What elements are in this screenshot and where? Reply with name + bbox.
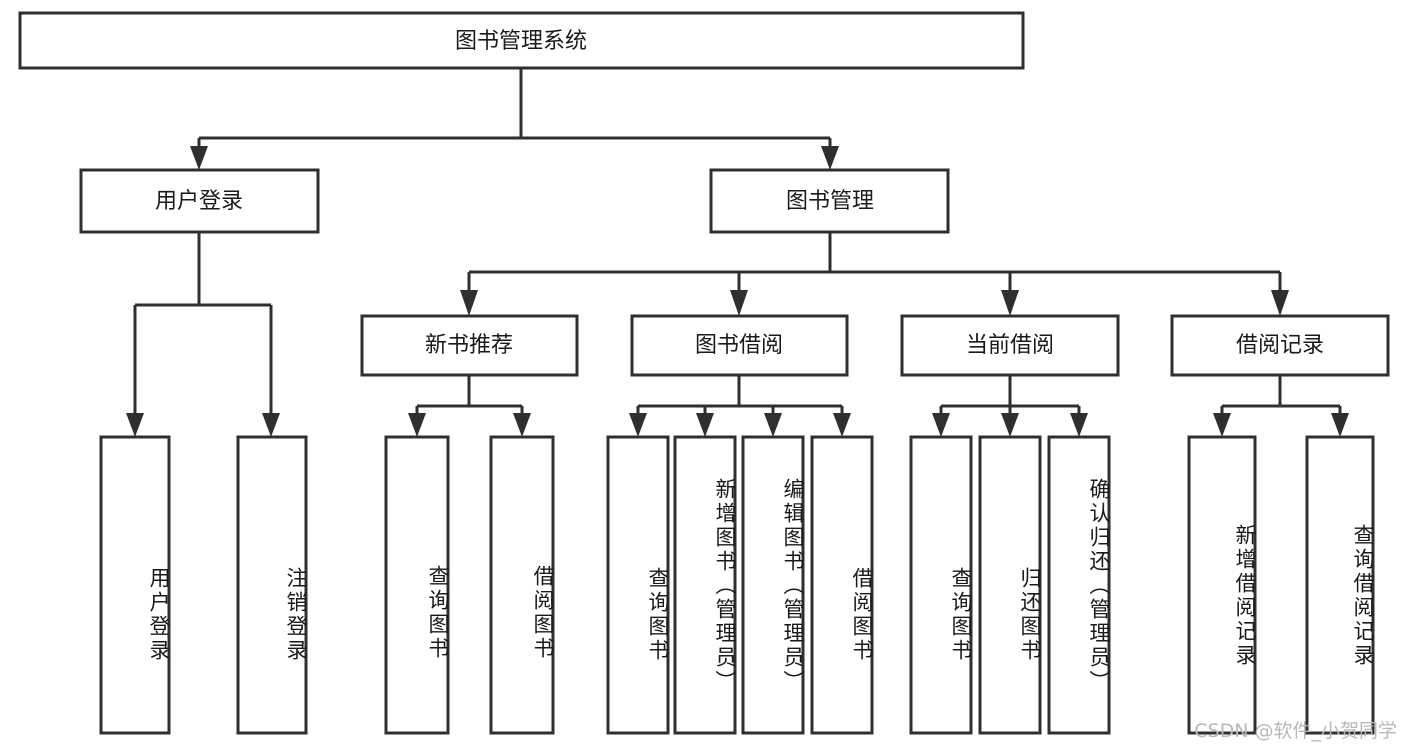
arrow-head-nb-leaf-1 <box>408 413 426 437</box>
arrow-head-cb-leaf-1 <box>932 413 950 437</box>
connector-group-new-book-to-leaves <box>408 375 531 437</box>
arrow-head-bw-leaf-4 <box>833 413 851 437</box>
node-box-leaf-cb-confirm[interactable] <box>1047 435 1111 735</box>
node-box-leaf-rc-add[interactable] <box>1187 435 1257 735</box>
watermark-text: CSDN @软件_小贺同学 <box>1194 720 1397 742</box>
node-box-leaf-bw-edit[interactable] <box>741 435 805 735</box>
node-box-user-login[interactable] <box>79 168 320 234</box>
arrow-head-cb-leaf-3 <box>1070 413 1088 437</box>
node-box-current-borrow[interactable] <box>900 314 1120 377</box>
connector-group-book-mgmt-to-level3 <box>460 232 1289 316</box>
node-box-root[interactable] <box>18 11 1025 70</box>
label-root: 图书管理系统 <box>455 29 587 54</box>
arrow-head-cb-leaf-2 <box>1001 413 1019 437</box>
node-box-leaf-rc-query[interactable] <box>1305 435 1375 735</box>
arrow-head-book-mgmt <box>821 146 839 170</box>
arrow-head-current <box>1001 290 1019 316</box>
node-box-book-borrow[interactable] <box>630 314 849 377</box>
connector-group-records-to-leaves <box>1213 375 1349 437</box>
label-borrow-records: 借阅记录 <box>1236 333 1324 358</box>
arrow-head-bw-leaf-3 <box>764 413 782 437</box>
node-box-leaf-user-login[interactable] <box>99 435 171 735</box>
label-user-login: 用户登录 <box>155 189 243 214</box>
connector-group-current-to-leaves <box>932 375 1088 437</box>
arrow-head-leaf-user-login <box>126 413 144 437</box>
label-book-management: 图书管理 <box>786 189 874 214</box>
arrow-head-bw-leaf-1 <box>629 413 647 437</box>
node-box-leaf-cb-return[interactable] <box>978 435 1042 735</box>
arrow-head-bw-leaf-2 <box>696 413 714 437</box>
node-box-leaf-cb-query[interactable] <box>909 435 973 735</box>
node-box-leaf-bw-add[interactable] <box>673 435 737 735</box>
label-current-borrow: 当前借阅 <box>966 333 1054 358</box>
node-box-book-management[interactable] <box>709 168 950 234</box>
node-box-new-book-recommend[interactable] <box>360 314 579 377</box>
arrow-head-nb-leaf-2 <box>513 413 531 437</box>
connector-group-borrow-to-leaves <box>629 375 851 437</box>
node-box-leaf-nb-borrow[interactable] <box>489 435 555 735</box>
arrow-head-borrow <box>730 290 748 316</box>
node-box-leaf-logout[interactable] <box>236 435 308 735</box>
arrow-head-rc-leaf-2 <box>1331 413 1349 437</box>
node-box-borrow-records[interactable] <box>1170 314 1390 377</box>
node-box-leaf-bw-borrow[interactable] <box>810 435 874 735</box>
label-new-book-recommend: 新书推荐 <box>425 333 513 358</box>
arrow-head-user-login <box>190 146 208 170</box>
node-box-leaf-bw-query[interactable] <box>606 435 670 735</box>
arrow-head-leaf-logout <box>262 413 280 437</box>
arrow-head-records <box>1271 290 1289 316</box>
arrow-head-rc-leaf-1 <box>1213 413 1231 437</box>
label-book-borrow: 图书借阅 <box>695 333 783 358</box>
arrow-head-new-book <box>460 290 478 316</box>
node-box-leaf-nb-query[interactable] <box>384 435 450 735</box>
connector-group-user-login-to-leaves <box>126 232 280 437</box>
connector-group-root-to-level2 <box>190 68 839 170</box>
